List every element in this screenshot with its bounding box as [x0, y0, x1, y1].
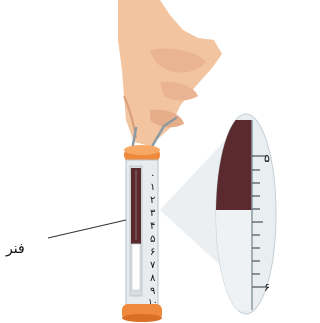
tube-scale-1: ۱	[150, 182, 155, 193]
tube-top-cap	[124, 145, 160, 162]
zoom-label-top: ۵	[264, 152, 270, 165]
tube-scale-5: ۵	[150, 234, 155, 245]
tube-scale-0: ۰	[150, 170, 155, 181]
tube-scale-8: ۸	[150, 273, 156, 284]
tube-scale-6: ۶	[150, 247, 155, 258]
hand-illustration	[118, 0, 222, 146]
tube-scale-2: ۲	[150, 195, 155, 206]
zoom-label-bottom: ۶	[264, 281, 270, 294]
spring-label: فنر	[5, 241, 25, 257]
spring-leader-line	[48, 220, 126, 238]
tube-bottom-cap	[122, 304, 162, 322]
tube-scale-4: ۴	[150, 221, 155, 232]
tube-scale-9: ۹	[150, 286, 155, 297]
tube-window	[130, 166, 142, 296]
tube-scale-3: ۳	[150, 208, 156, 219]
tube-scale-7: ۷	[150, 260, 156, 271]
